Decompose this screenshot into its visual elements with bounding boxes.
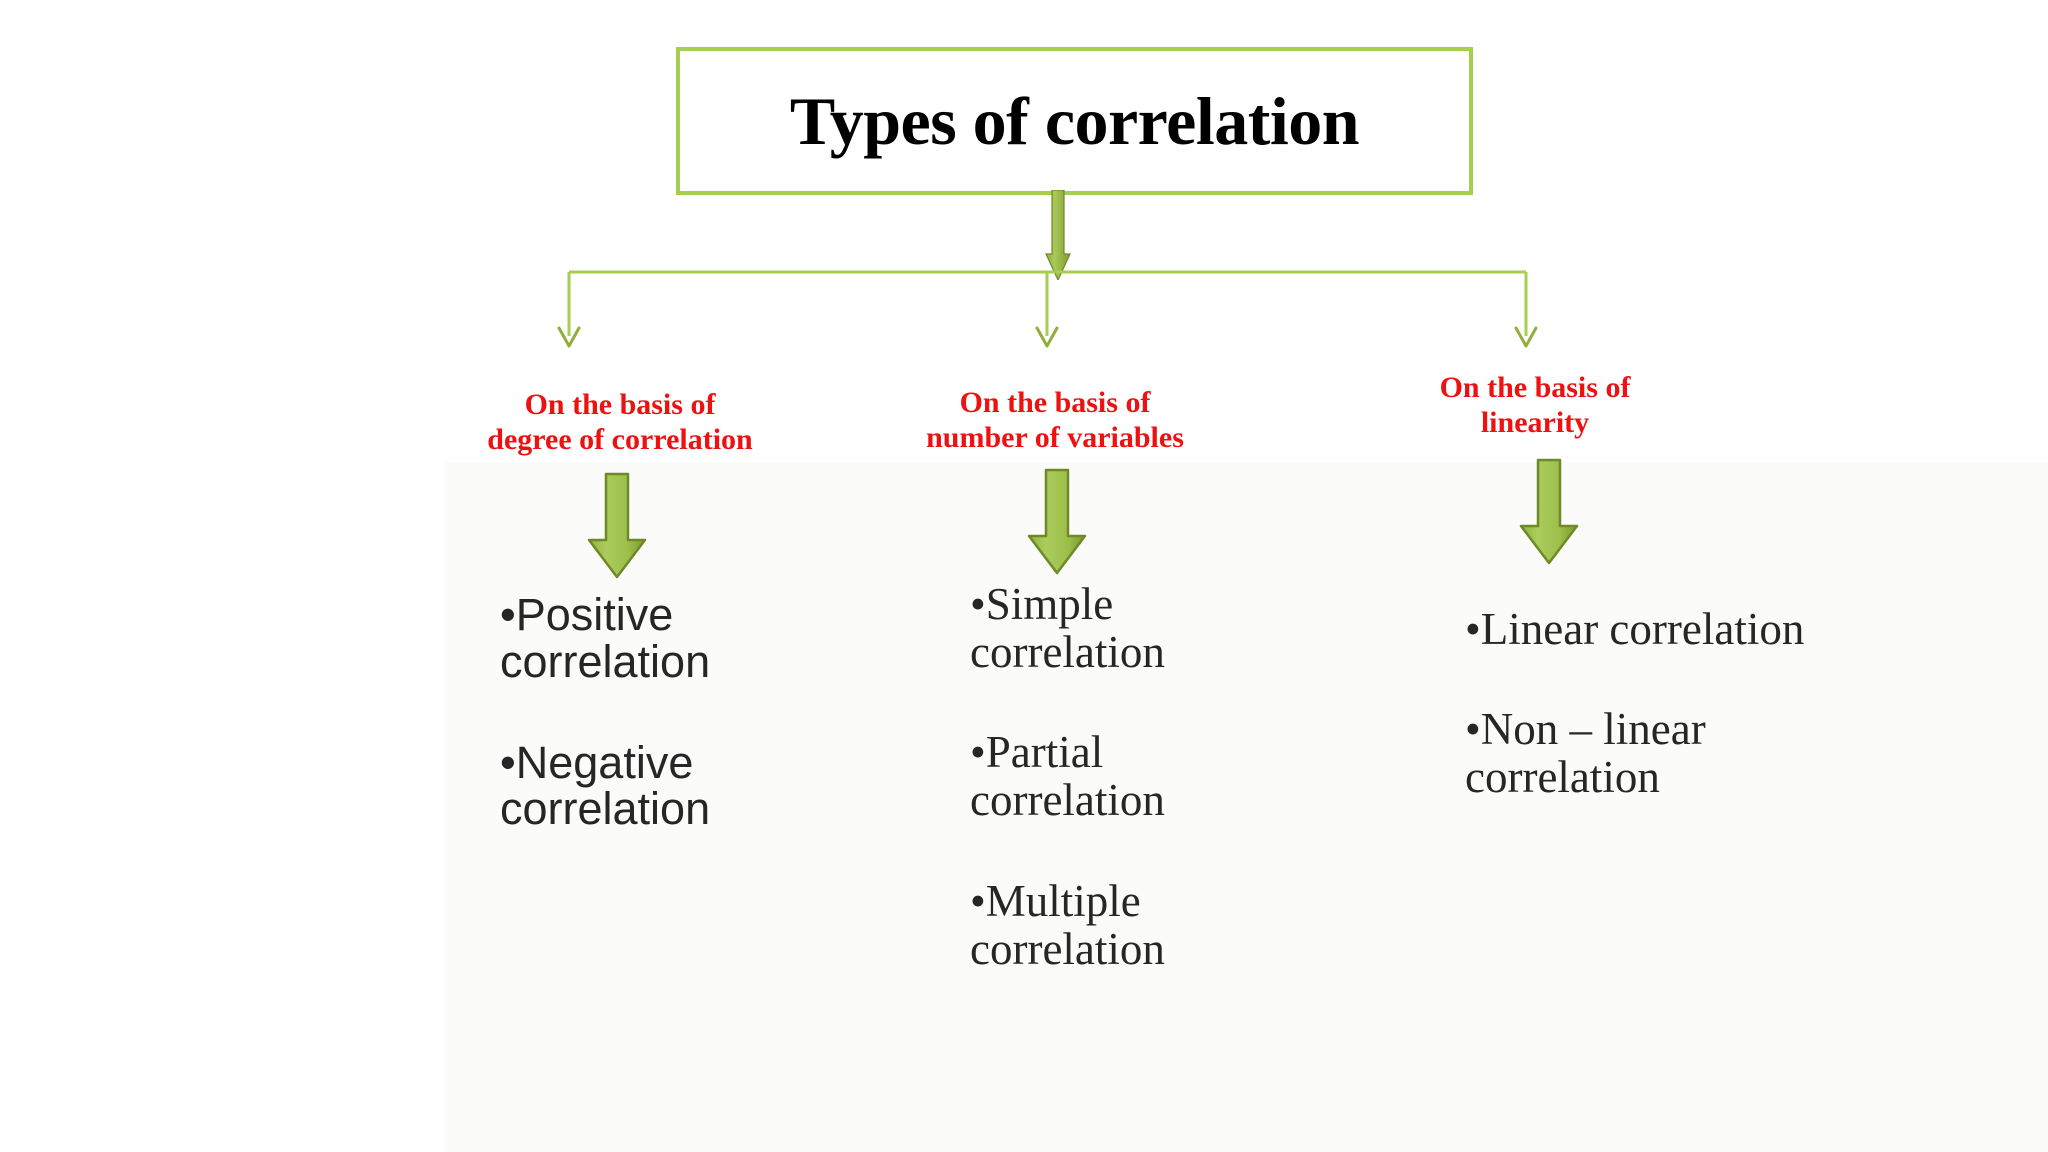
branch-heading-degree: On the basis of degree of correlation (420, 387, 820, 458)
down-block-arrow-icon (587, 472, 647, 579)
down-block-arrow-icon (1027, 468, 1087, 575)
list-item: •Partial correlation (970, 727, 1165, 826)
background-panel (445, 462, 2048, 1152)
down-block-arrow-icon (1519, 458, 1579, 565)
branch-heading-line1: On the basis of (524, 388, 716, 421)
page-title: Types of correlation (789, 83, 1360, 159)
branch-heading-variables: On the basis of number of variables (850, 385, 1260, 456)
list-item: •Simple correlation (970, 579, 1165, 678)
elbow-connector-arrow-icon (557, 270, 1538, 348)
list-item: •Negative correlation (500, 736, 711, 835)
list-item: •Linear correlation (1465, 604, 1805, 654)
branch-heading-line2: number of variables (926, 421, 1184, 455)
branch-items-degree: •Positive correlation •Negative correlat… (500, 589, 830, 887)
list-item: •Positive correlation (500, 589, 711, 687)
branch-heading-linearity: On the basis of linearity (1340, 370, 1730, 441)
list-item: •Multiple correlation (970, 875, 1165, 974)
branch-heading-line2: linearity (1480, 406, 1590, 440)
branch-heading-line1: On the basis of (1439, 371, 1631, 404)
branch-heading-line1: On the basis of (959, 386, 1151, 419)
list-item: •Non – linear correlation (1465, 704, 1706, 803)
title-box: Types of correlation (676, 47, 1473, 195)
branch-items-linearity: •Linear correlation •Non – linear correl… (1465, 605, 1805, 853)
branch-items-variables: •Simple correlation •Partial correlation… (970, 580, 1280, 1025)
thick-down-arrow-icon (1045, 190, 1071, 280)
branch-heading-line2: degree of correlation (487, 423, 753, 457)
